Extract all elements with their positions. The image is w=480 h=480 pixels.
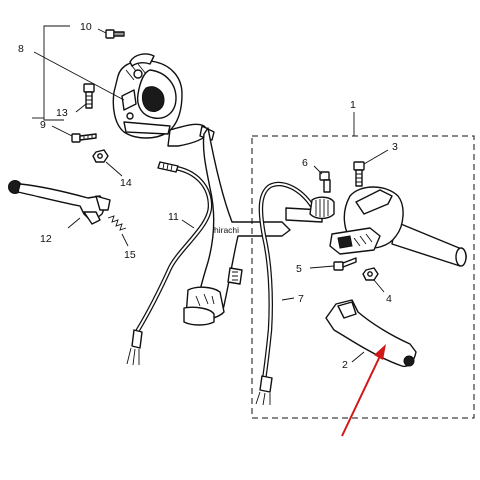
cable-7 [255,181,315,406]
callout-4: 4 [386,293,392,305]
cable-11 [126,161,213,366]
left-clutch-lever [8,180,111,229]
right-group-frame [251,135,475,419]
callout-13: 13 [56,107,68,119]
callout-11: 11 [168,211,179,223]
watermark-text: hirachi [214,225,239,235]
callout-3: 3 [392,141,398,153]
callout-9: 9 [40,119,46,131]
left-group-bracket [32,25,70,121]
center-handlebar-tube [183,127,291,326]
callout-14: 14 [120,177,132,189]
spring-15-icon [107,215,129,247]
screw-10-icon [97,28,125,39]
leader-8 [33,51,125,101]
callout-7: 7 [298,293,304,305]
left-switch-housing [112,53,183,139]
right-brake-lever [325,299,417,368]
callout-15: 15 [124,249,136,261]
callout-2: 2 [342,359,348,371]
callout-10: 10 [80,21,92,33]
screw-6-icon [313,165,331,193]
nut-4-icon [362,267,385,293]
callout-1: 1 [350,99,356,111]
callout-5: 5 [296,263,302,275]
nut-14-icon [92,149,123,177]
screw-9-icon [51,125,97,143]
callout-6: 6 [302,157,308,169]
callout-12: 12 [40,233,52,245]
screw-3-icon [353,149,389,187]
right-lever-bracket [309,186,404,255]
screw-13-icon [75,83,95,113]
screw-5-icon [309,257,357,271]
highlight-arrow [341,344,386,437]
callout-8: 8 [18,43,24,55]
